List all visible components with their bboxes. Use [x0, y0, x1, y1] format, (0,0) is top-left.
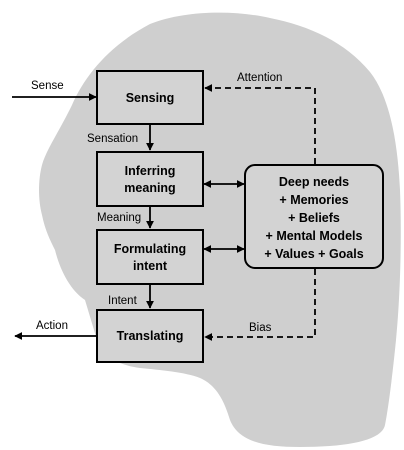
memory-line-2: + Memories — [279, 193, 348, 207]
formulating-label-line2: intent — [133, 259, 168, 273]
meaning-label: Meaning — [97, 212, 141, 224]
attention-label: Attention — [237, 72, 282, 84]
action-arrow — [14, 332, 98, 362]
translating-label: Translating — [117, 329, 184, 343]
bias-arrow — [204, 269, 316, 341]
action-label: Action — [36, 320, 68, 332]
sensation-label: Sensation — [87, 133, 138, 145]
inferring-label-line2: meaning — [124, 181, 175, 195]
formulating-label-line1: Formulating — [114, 242, 186, 256]
formulating-box — [96, 229, 204, 285]
memory-line-3: + Beliefs — [288, 211, 340, 225]
memory-line-1: Deep needs — [279, 175, 349, 189]
inferring-box — [96, 151, 204, 207]
attention-arrow — [204, 84, 316, 164]
memory-line-5: + Values + Goals — [264, 247, 363, 261]
sense-label: Sense — [31, 80, 64, 92]
intent-label: Intent — [108, 295, 138, 307]
inferring-label-line1: Inferring — [125, 164, 176, 178]
bias-label: Bias — [249, 322, 272, 334]
memory-box — [244, 164, 384, 269]
sensing-box — [96, 70, 204, 125]
sensing-label: Sensing — [126, 91, 175, 105]
memory-line-4: + Mental Models — [266, 229, 363, 243]
translating-box — [96, 309, 204, 363]
